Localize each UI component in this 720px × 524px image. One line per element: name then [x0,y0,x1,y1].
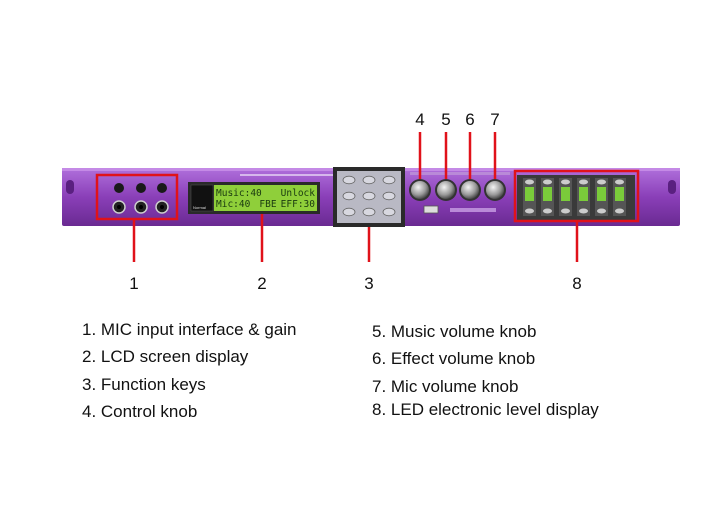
legend-item-1: 1. MIC input interface & gain [82,320,297,339]
highlight-box-1 [95,173,179,221]
legend-item-3: 3. Function keys [82,375,206,394]
legend-item-6: 6. Effect volume knob [372,349,536,368]
control-knobs [409,179,506,201]
callout-5: 5 [441,110,451,129]
callout-1: 1 [129,274,139,293]
callout-7: 7 [490,110,500,129]
mic-inputs [112,183,169,214]
led-level-display [523,178,626,216]
legend-item-2: 2. LCD screen display [82,347,249,366]
lcd-line1-right: Unlock [281,188,316,199]
usb-port [423,205,439,214]
lcd-line1-left: Music:40 [216,188,262,199]
legend-item-4: 4. Control knob [82,402,198,421]
callout-8: 8 [572,274,582,293]
legend-item-5: 5. Music volume knob [372,322,537,341]
callout-4: 4 [415,110,425,129]
lcd-badge: Normal [193,205,206,210]
callout-3: 3 [364,274,374,293]
leader-lines-top [418,132,497,179]
lcd-line2-left: Mic:40 [216,199,251,210]
lcd-line2-mid: FBE [259,199,276,210]
callout-6: 6 [465,110,475,129]
callout-2: 2 [257,274,267,293]
leader-lines-bottom [132,214,579,262]
lcd-screen [214,185,317,211]
legend-item-7: 7. Mic volume knob [372,377,519,396]
function-keys [342,175,396,217]
lcd-line2-right: EFF:30 [281,199,316,210]
legend-item-8: 8. LED electronic level display [372,400,599,419]
